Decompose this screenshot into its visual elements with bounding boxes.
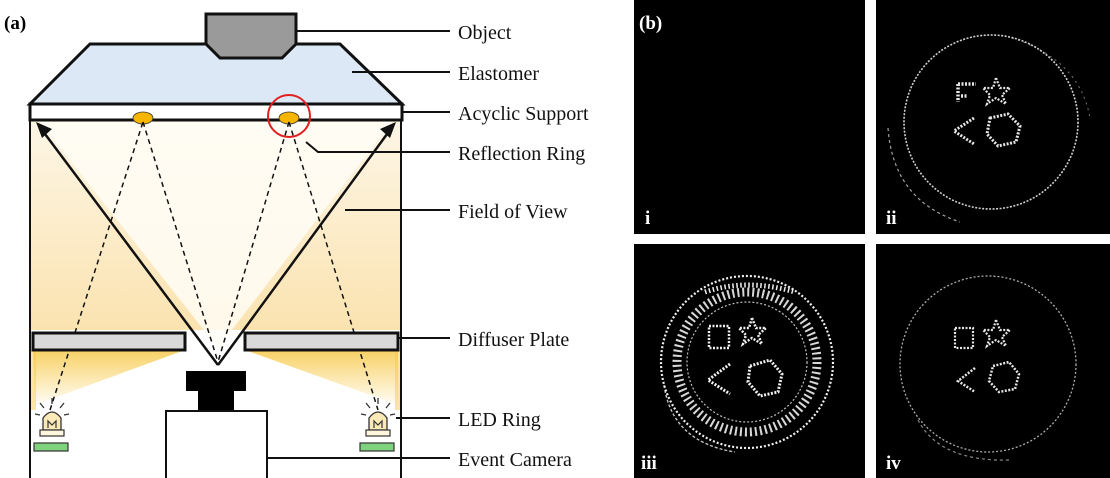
label-acyclic-support: Acyclic Support [458, 103, 589, 125]
label-event-camera: Event Camera [458, 449, 572, 471]
fov-arrowhead-left [36, 122, 52, 138]
label-elastomer: Elastomer [458, 63, 539, 85]
subpanel-i-label: i [645, 208, 650, 229]
label-diffuser-plate: Diffuser Plate [458, 329, 569, 351]
label-reflection-ring: Reflection Ring [458, 143, 585, 165]
diffuser-plate-left [31, 331, 187, 352]
callout-leaders [268, 30, 450, 459]
fov-arrowhead-right [380, 122, 396, 138]
acyclic-support-plate [28, 102, 404, 122]
panel-b-label: (b) [639, 13, 662, 34]
panel-a-label: (a) [4, 13, 26, 34]
label-field-of-view: Field of View [458, 201, 568, 223]
led-left-icon [33, 398, 70, 452]
camera-lens-base [198, 391, 234, 411]
object-block [204, 12, 298, 60]
event-camera-body [165, 410, 268, 478]
left-glow [33, 350, 185, 405]
subpanel-iii-label: iii [641, 453, 657, 474]
subpanel-iii-events [659, 274, 835, 453]
left-wall-glow [30, 350, 36, 410]
subpanel-i [634, 0, 865, 234]
right-wall-glow [395, 350, 401, 410]
reflection-ring-highlight [267, 94, 311, 138]
fov-arrows [40, 129, 392, 366]
right-glow [245, 350, 398, 405]
label-object: Object [458, 22, 512, 44]
dashed-rays [49, 121, 379, 411]
diffuser-plate-right [243, 331, 400, 352]
subpanel-iii [634, 244, 865, 478]
led-right-icon [359, 398, 396, 452]
subpanel-iv-events [899, 275, 1077, 461]
subpanel-ii-events [887, 34, 1091, 223]
subpanel-iv [876, 244, 1110, 478]
subpanel-ii-label: ii [886, 208, 897, 229]
camera-lens-top [186, 371, 246, 391]
subpanel-iv-label: iv [886, 453, 901, 474]
field-of-view-region [40, 122, 392, 348]
label-led-ring: LED Ring [458, 409, 541, 431]
